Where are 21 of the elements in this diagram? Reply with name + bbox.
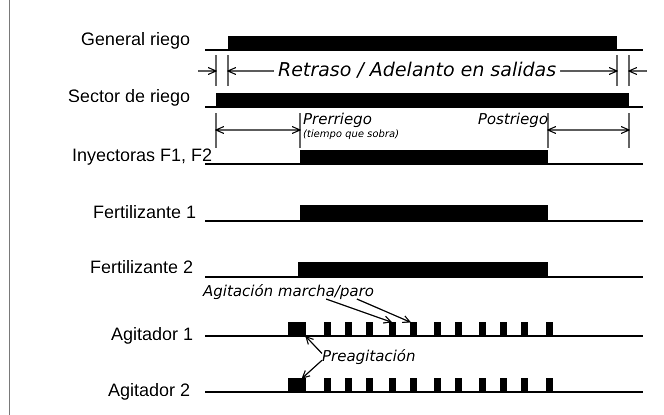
dimension-label: Prerriego bbox=[303, 112, 372, 127]
signal-name: Fertilizante 2 bbox=[90, 258, 193, 276]
leader-line bbox=[302, 360, 322, 379]
signal-name: Agitador 2 bbox=[108, 381, 190, 399]
signal-name: Sector de riego bbox=[68, 87, 190, 105]
pulse-bar bbox=[288, 378, 306, 392]
annotation-text: Preagitación bbox=[322, 349, 416, 364]
dimension-label: Retraso / Adelanto en salidas bbox=[278, 61, 556, 80]
signal-name: General riego bbox=[80, 30, 190, 48]
dimension-label: Postriego bbox=[478, 112, 548, 127]
annotation-text: Agitación marcha/paro bbox=[203, 284, 374, 299]
leader-line bbox=[305, 336, 322, 354]
pulse-bar bbox=[410, 322, 417, 336]
signal-name: Inyectoras F1, F2 bbox=[72, 146, 212, 164]
note-text: (tiempo que sobra) bbox=[303, 130, 399, 140]
pulse-bar bbox=[389, 322, 396, 336]
leader-line bbox=[356, 298, 411, 324]
signal-name: Fertilizante 1 bbox=[92, 203, 196, 221]
signal-name: Agitador 1 bbox=[110, 325, 193, 343]
pulse-bar bbox=[288, 322, 306, 336]
leader-line bbox=[326, 298, 392, 324]
